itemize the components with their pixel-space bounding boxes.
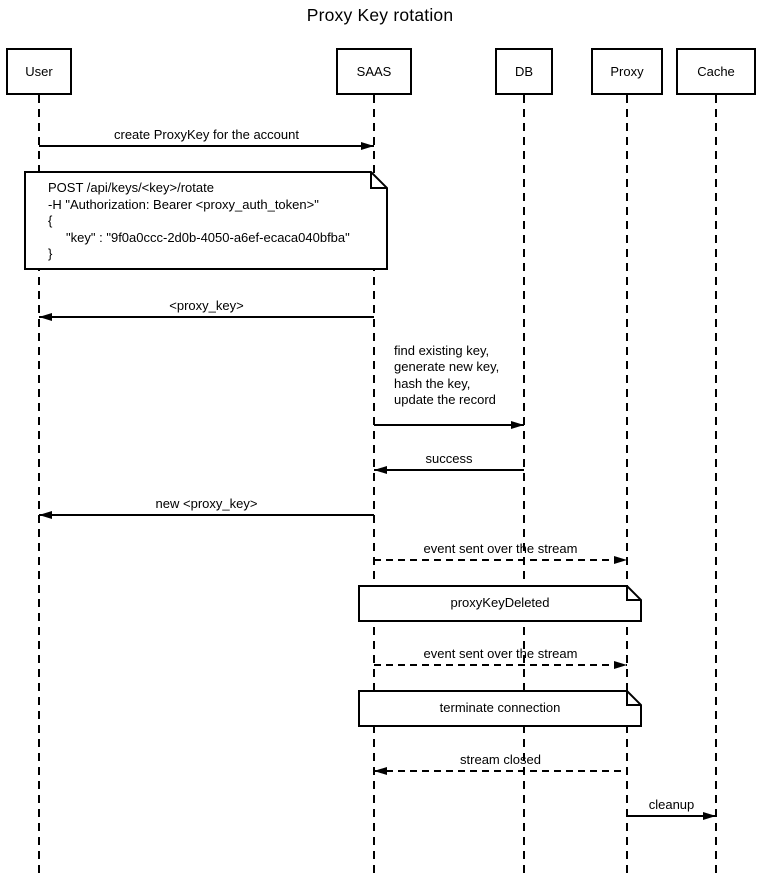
arrowhead-right-icon (614, 661, 627, 670)
message-line-event-stream-1 (374, 559, 627, 561)
message-label-cleanup: cleanup (648, 797, 695, 812)
lifeline-saas (373, 95, 375, 873)
message-line-success (374, 469, 524, 471)
message-label-event-stream-2: event sent over the stream (423, 646, 578, 661)
message-label-event-stream-1: event sent over the stream (423, 541, 578, 556)
actor-proxy-label: Proxy (610, 64, 644, 79)
lifeline-cache (715, 95, 717, 873)
actor-user-label: User (25, 64, 53, 79)
message-line-db-operations (374, 424, 524, 426)
arrowhead-right-icon (511, 421, 524, 430)
note-post-rotate-text: POST /api/keys/<key>/rotate -H "Authoriz… (48, 180, 350, 262)
arrowhead-left-icon (39, 511, 52, 520)
diagram-title: Proxy Key rotation (306, 5, 454, 25)
note-proxykey-deleted-text: proxyKeyDeleted (450, 595, 550, 611)
message-line-stream-closed (374, 770, 627, 772)
arrowhead-right-icon (361, 142, 374, 151)
note-shape-icon (358, 585, 642, 622)
note-post-rotate: POST /api/keys/<key>/rotate -H "Authoriz… (24, 171, 388, 270)
actor-db-label: DB (514, 64, 534, 79)
actor-user: User (6, 48, 72, 95)
arrowhead-right-icon (703, 812, 716, 821)
arrowhead-left-icon (374, 466, 387, 475)
actor-cache: Cache (676, 48, 756, 95)
note-terminate-connection: terminate connection (358, 690, 642, 727)
message-label-create-proxykey: create ProxyKey for the account (114, 127, 299, 142)
actor-saas: SAAS (336, 48, 412, 95)
note-shape-icon (358, 690, 642, 727)
note-shape-icon (24, 171, 388, 270)
message-line-event-stream-2 (374, 664, 627, 666)
message-label-new-proxy-key: new <proxy_key> (155, 496, 258, 511)
message-line-cleanup (627, 815, 716, 817)
message-label-proxy-key: <proxy_key> (169, 298, 244, 313)
arrowhead-left-icon (374, 767, 387, 776)
message-label-success: success (425, 451, 473, 466)
note-proxykey-deleted: proxyKeyDeleted (358, 585, 642, 622)
message-line-new-proxy-key (39, 514, 374, 516)
actor-proxy: Proxy (591, 48, 663, 95)
actor-saas-label: SAAS (356, 64, 392, 79)
lifeline-user (38, 95, 40, 873)
actor-db: DB (495, 48, 553, 95)
lifeline-proxy (626, 95, 628, 873)
message-line-proxy-key (39, 316, 374, 318)
message-line-create-proxykey (39, 145, 374, 147)
arrowhead-right-icon (614, 556, 627, 565)
actor-cache-label: Cache (697, 64, 735, 79)
note-terminate-connection-text: terminate connection (439, 700, 561, 716)
arrowhead-left-icon (39, 313, 52, 322)
message-label-stream-closed: stream closed (460, 752, 541, 767)
message-label-db-operations: find existing key, generate new key, has… (394, 343, 500, 407)
lifeline-db (523, 95, 525, 873)
